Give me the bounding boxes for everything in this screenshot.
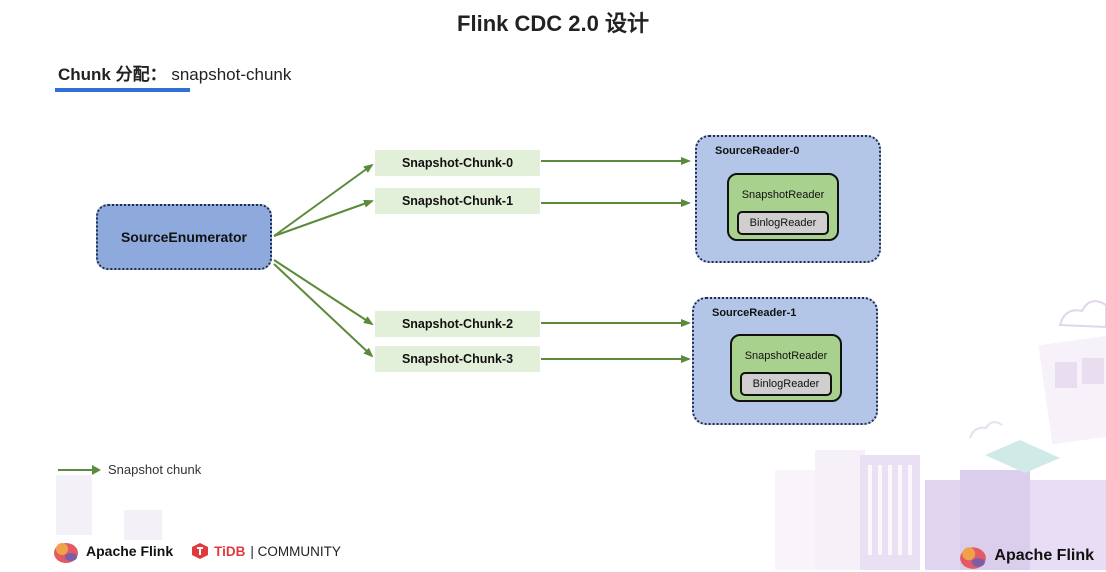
tidb-community-logo: TiDB | COMMUNITY	[191, 542, 341, 560]
snapshot-chunk-3: Snapshot-Chunk-3	[375, 346, 540, 372]
flink-squirrel-icon-right	[960, 547, 987, 569]
apache-flink-brand-left: Apache Flink	[52, 538, 173, 564]
snapshot-reader-0: SnapshotReader BinlogReader	[727, 173, 839, 241]
snapshot-chunk-0: Snapshot-Chunk-0	[375, 150, 540, 176]
source-enumerator-box: SourceEnumerator	[96, 204, 272, 270]
snapshot-chunk-1: Snapshot-Chunk-1	[375, 188, 540, 214]
source-reader-1: SourceReader-1 SnapshotReader BinlogRead…	[692, 297, 878, 425]
snapshot-reader-0-label: SnapshotReader	[741, 189, 825, 201]
legend: Snapshot chunk	[56, 462, 201, 477]
apache-flink-brand-right: Apache Flink	[958, 542, 1094, 570]
source-reader-0-label: SourceReader-0	[715, 145, 800, 157]
source-reader-1-label: SourceReader-1	[712, 307, 797, 319]
arrow-enum-to-chunk-2	[273, 259, 374, 326]
brand-right-label: Apache Flink	[994, 547, 1094, 564]
arrow-enum-to-chunk-3	[273, 263, 374, 358]
subtitle-rest: snapshot-chunk	[166, 65, 292, 84]
snapshot-reader-1-label: SnapshotReader	[744, 350, 828, 362]
arrow-enum-to-chunk-0	[273, 163, 374, 237]
subtitle-underline	[55, 88, 190, 92]
snapshot-chunk-2: Snapshot-Chunk-2	[375, 311, 540, 337]
brand-left-label: Apache Flink	[86, 543, 174, 559]
binlog-reader-0: BinlogReader	[737, 211, 829, 235]
snapshot-reader-1: SnapshotReader BinlogReader	[730, 334, 842, 402]
page-title: Flink CDC 2.0 设计	[457, 11, 649, 36]
flink-squirrel-icon	[54, 543, 78, 563]
section-subtitle: Chunk 分配： snapshot-chunk	[58, 60, 291, 85]
tidb-icon	[192, 543, 209, 559]
tidb-community-text: | COMMUNITY	[250, 543, 341, 559]
footer-left: Apache Flink TiDB | COMMUNITY	[52, 538, 341, 564]
binlog-reader-1: BinlogReader	[740, 372, 832, 396]
subtitle-bold: Chunk 分配：	[58, 65, 167, 84]
source-reader-0: SourceReader-0 SnapshotReader BinlogRead…	[695, 135, 881, 263]
tidb-logo-text: TiDB	[214, 543, 246, 559]
arrow-enum-to-chunk-1	[273, 199, 374, 237]
legend-arrow-icon	[58, 464, 101, 475]
legend-label: Snapshot chunk	[108, 462, 202, 477]
